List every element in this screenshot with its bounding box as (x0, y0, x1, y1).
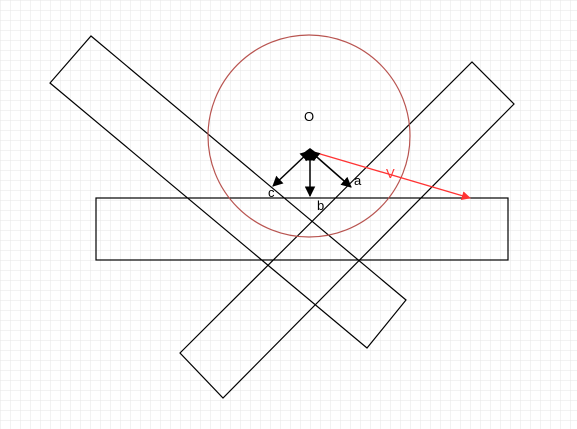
apex-point (302, 148, 318, 154)
arrow-a[interactable] (309, 150, 352, 188)
label-v: V (386, 166, 395, 181)
label-origin: O (304, 109, 314, 124)
diagonal-bar-up-right[interactable] (179, 61, 515, 399)
horizontal-bar[interactable] (95, 197, 509, 261)
label-c: c (268, 185, 275, 200)
arrow-c[interactable] (272, 150, 311, 187)
diagonal-bar-down-right[interactable] (49, 35, 407, 349)
label-a: a (354, 173, 362, 188)
circle[interactable] (207, 34, 411, 238)
label-b: b (317, 198, 324, 213)
